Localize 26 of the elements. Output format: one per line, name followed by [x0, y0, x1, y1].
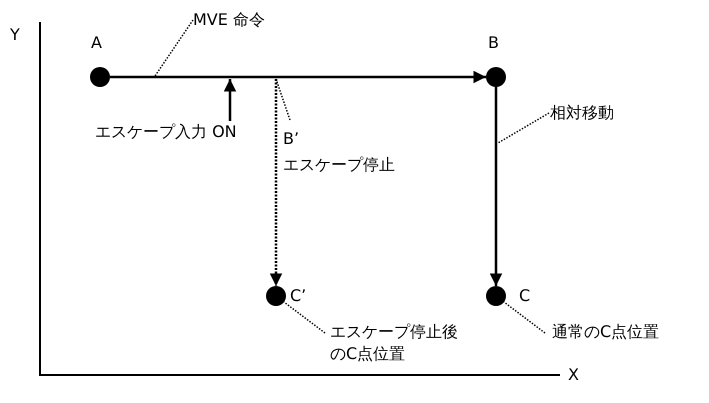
point-dot [486, 286, 506, 306]
callout-text: エスケープ停止 [283, 154, 395, 176]
callout-text: B’ [283, 128, 300, 150]
leader-line [504, 301, 546, 334]
point-dot [486, 67, 506, 87]
leader-line [154, 20, 194, 76]
callout-text: MVE 命令 [193, 9, 265, 31]
arrow [490, 87, 502, 286]
point-label: A [91, 32, 102, 54]
callout-text: エスケープ入力 ON [95, 121, 237, 143]
point-label: B [488, 32, 499, 54]
arrow [110, 70, 486, 84]
leader-line [498, 112, 550, 144]
point-dot [266, 286, 286, 306]
leader-line [284, 301, 326, 334]
arrow [224, 79, 236, 121]
axis-label: Y [10, 24, 20, 46]
arrow [270, 79, 282, 286]
callout-text: 相対移動 [550, 102, 614, 124]
point-label: C [519, 285, 530, 307]
axis-label: X [568, 364, 579, 386]
point-label: C’ [290, 285, 306, 307]
callout-text: エスケープ停止後のC点位置 [330, 321, 459, 365]
point-dot [90, 67, 110, 87]
leader-line [275, 78, 291, 120]
callout-text: 通常のC点位置 [552, 321, 660, 343]
